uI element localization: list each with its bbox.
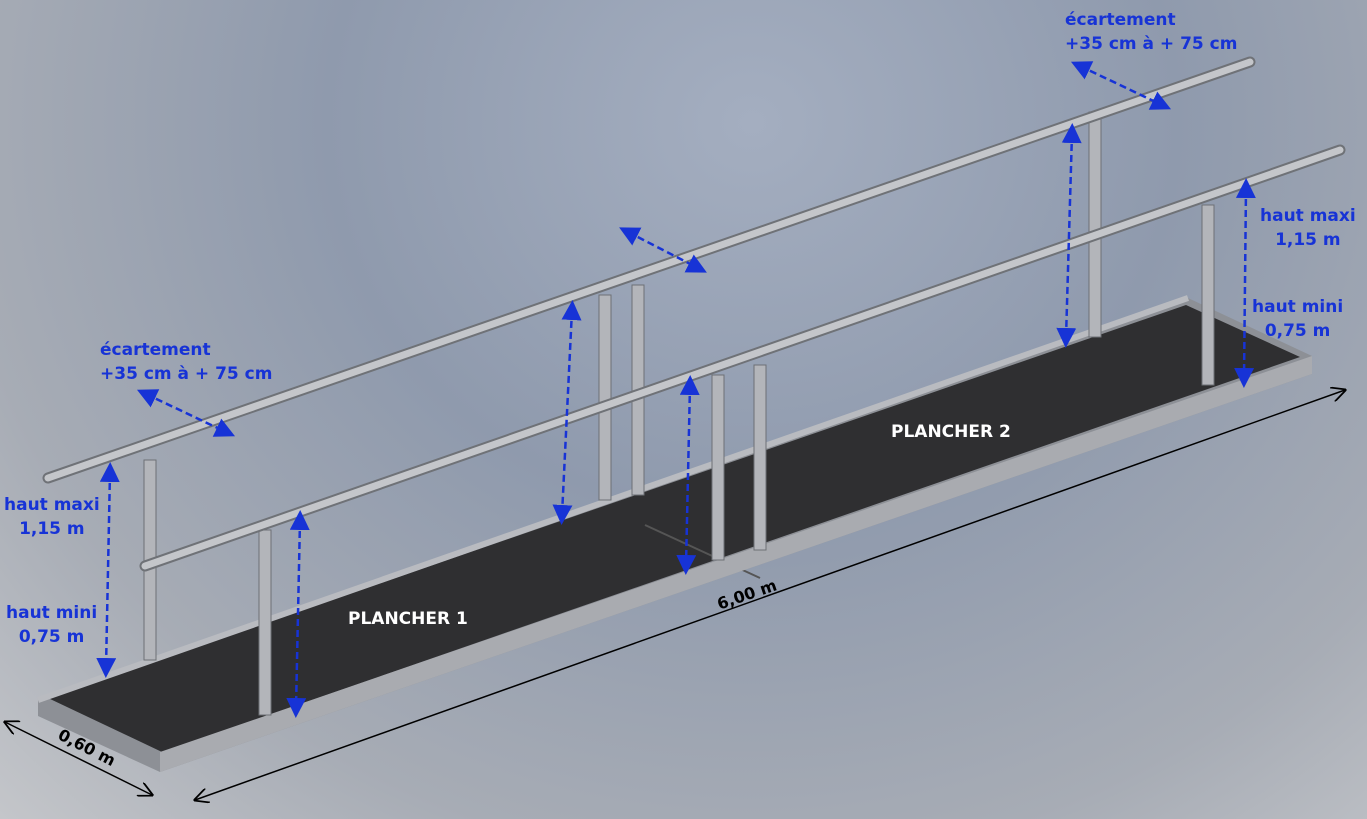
max-height-value: 1,15 m bbox=[1275, 230, 1341, 250]
floor-1-label: PLANCHER 1 bbox=[348, 609, 468, 629]
max-height-label-left: haut maxi 1,15 m bbox=[4, 493, 100, 541]
max-height-title: haut maxi bbox=[4, 495, 100, 515]
floor-2-label: PLANCHER 2 bbox=[891, 422, 1011, 442]
min-height-title: haut mini bbox=[6, 603, 98, 623]
spacing-label-right: écartement +35 cm à + 75 cm bbox=[1065, 8, 1237, 56]
spacing-range: +35 cm à + 75 cm bbox=[100, 364, 273, 384]
min-height-value: 0,75 m bbox=[1264, 321, 1331, 341]
spacing-range: +35 cm à + 75 cm bbox=[1065, 34, 1238, 54]
spacing-title: écartement bbox=[100, 340, 211, 360]
length-dimension-line bbox=[195, 390, 1345, 800]
max-height-title: haut maxi bbox=[1260, 206, 1356, 226]
max-height-label-right: haut maxi 1,15 m bbox=[1260, 204, 1356, 252]
min-height-value: 0,75 m bbox=[18, 627, 85, 647]
spacing-title: écartement bbox=[1065, 10, 1176, 30]
width-dimension-line bbox=[5, 722, 152, 795]
min-height-label-right: haut mini 0,75 m bbox=[1252, 295, 1343, 343]
min-height-title: haut mini bbox=[1252, 297, 1344, 317]
spacing-label-left: écartement +35 cm à + 75 cm bbox=[100, 338, 272, 386]
max-height-value: 1,15 m bbox=[19, 519, 85, 539]
min-height-label-left: haut mini 0,75 m bbox=[6, 601, 97, 649]
